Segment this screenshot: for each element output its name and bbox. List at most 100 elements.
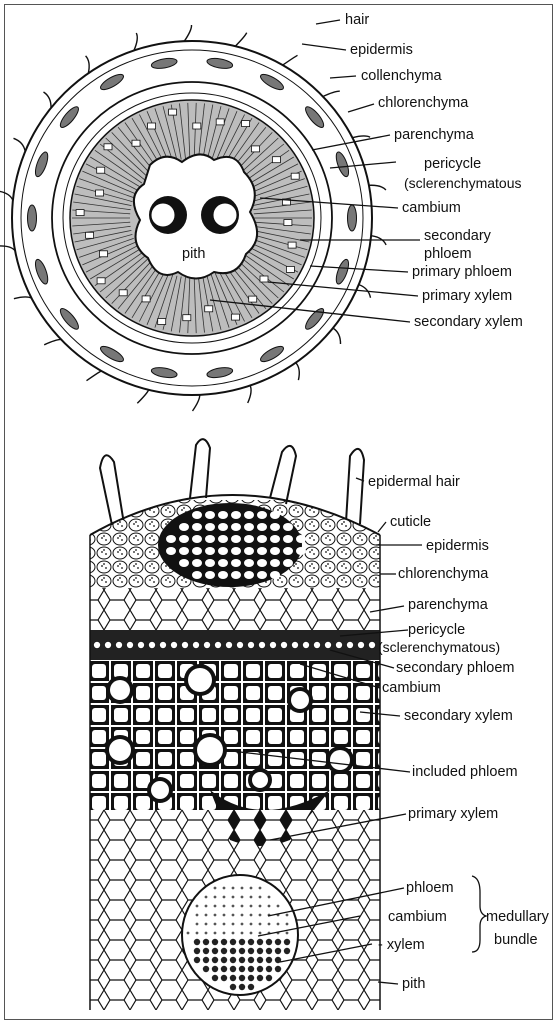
- collenchyma-cell: [270, 511, 280, 519]
- primary-xylem-vessel-right-inner: [213, 203, 237, 227]
- label-hair: hair: [345, 12, 369, 28]
- bundle-cell: [230, 975, 236, 981]
- bundle-cell: [248, 948, 254, 954]
- bottom-labels: epidermal hair cuticle epidermis chloren…: [368, 474, 550, 992]
- hair: [14, 138, 26, 151]
- top-labels: hair epidermis collenchyma chlorenchyma …: [345, 12, 523, 330]
- collenchyma-cell: [283, 523, 293, 531]
- bundle-cell: [232, 932, 235, 935]
- collenchyma-cell: [296, 547, 306, 555]
- phloem-cell: [119, 290, 127, 296]
- phloem-cell: [252, 146, 260, 152]
- label-cambium: cambium: [402, 200, 461, 216]
- bundle-cell: [212, 975, 218, 981]
- collenchyma-patch: [348, 205, 357, 231]
- collenchyma-cell: [192, 523, 202, 531]
- bundle-cell: [248, 957, 254, 963]
- bundle-cell: [212, 948, 218, 954]
- hair: [137, 390, 148, 404]
- bundle-cell: [257, 948, 263, 954]
- bundle-cell: [250, 932, 253, 935]
- pericycle-cell: [259, 642, 266, 649]
- hair: [248, 386, 251, 404]
- collenchyma-cell: [205, 523, 215, 531]
- bundle-cell: [223, 905, 226, 908]
- bundle-cell: [286, 932, 289, 935]
- pericycle-cell: [182, 642, 189, 649]
- bundle-cell: [196, 923, 199, 926]
- phloem-cell: [97, 278, 105, 284]
- collenchyma-cell: [192, 559, 202, 567]
- collenchyma-cell: [257, 511, 267, 519]
- collenchyma-cell: [244, 547, 254, 555]
- label-secondary-phloem-bottom: secondary phloem: [396, 660, 515, 676]
- bundle-cell: [277, 905, 280, 908]
- bundle-cell: [248, 984, 254, 990]
- bundle-cell: [239, 975, 245, 981]
- bundle-cell: [203, 957, 209, 963]
- vessel-lumen: [197, 737, 223, 763]
- pericycle-cell: [83, 642, 90, 649]
- bundle-cell: [232, 905, 235, 908]
- collenchyma-cell: [244, 535, 254, 543]
- pericycle-cell: [160, 642, 167, 649]
- bundle-cell: [275, 948, 281, 954]
- hair: [44, 92, 52, 108]
- hair: [296, 363, 300, 380]
- bundle-cell: [275, 939, 281, 945]
- phloem-cell: [132, 140, 140, 146]
- pericycle-cell: [105, 642, 112, 649]
- hair: [283, 55, 298, 65]
- bundle-cell: [284, 939, 290, 945]
- bundle-cell: [286, 923, 289, 926]
- label-secondary-phloem-1: secondary: [424, 228, 492, 244]
- bundle-cell: [248, 966, 254, 972]
- bundle-cell: [259, 923, 262, 926]
- bundle-cell: [241, 932, 244, 935]
- phloem-cell: [148, 123, 156, 129]
- bundle-cell: [266, 948, 272, 954]
- phloem-cell: [272, 157, 280, 163]
- hair: [193, 395, 200, 411]
- bundle-cell: [214, 923, 217, 926]
- sector-detail: [80, 439, 390, 1020]
- hair: [134, 33, 137, 51]
- collenchyma-cell: [218, 523, 228, 531]
- phloem-cell: [86, 232, 94, 238]
- collenchyma-cell: [218, 571, 228, 579]
- collenchyma-cell: [270, 559, 280, 567]
- bundle-cell: [232, 914, 235, 917]
- bundle-cell: [214, 932, 217, 935]
- vessel-lumen: [252, 772, 268, 788]
- collenchyma-cell: [218, 535, 228, 543]
- pith-label: pith: [182, 246, 205, 262]
- label-secondary-xylem-bottom: secondary xylem: [404, 708, 513, 724]
- bundle-cell: [214, 887, 217, 890]
- bundle-cell: [203, 939, 209, 945]
- primary-xylem-vessel-left-inner: [151, 203, 175, 227]
- label-primary-xylem: primary xylem: [422, 288, 512, 304]
- phloem-cell: [76, 210, 84, 216]
- bundle-cell: [241, 887, 244, 890]
- bundle-cell: [205, 896, 208, 899]
- pericycle-cell: [358, 642, 365, 649]
- label-cuticle: cuticle: [390, 514, 431, 530]
- bundle-cell: [196, 932, 199, 935]
- phloem-cell: [97, 167, 105, 173]
- vessel-lumen: [109, 739, 131, 761]
- bundle-cell: [257, 975, 263, 981]
- collenchyma-cell: [283, 559, 293, 567]
- hair: [184, 25, 191, 41]
- pericycle-cell: [116, 642, 123, 649]
- phloem-cell: [183, 315, 191, 321]
- bundle-cell: [250, 923, 253, 926]
- hair: [14, 297, 32, 299]
- hair: [235, 33, 246, 47]
- pericycle-cell: [215, 642, 222, 649]
- label-pericycle-bottom-2: (sclerenchymatous): [378, 639, 500, 655]
- collenchyma-cell: [192, 511, 202, 519]
- phloem-cell: [291, 173, 299, 179]
- bundle-cell: [223, 896, 226, 899]
- phloem-cell: [288, 242, 296, 248]
- collenchyma-cell: [205, 571, 215, 579]
